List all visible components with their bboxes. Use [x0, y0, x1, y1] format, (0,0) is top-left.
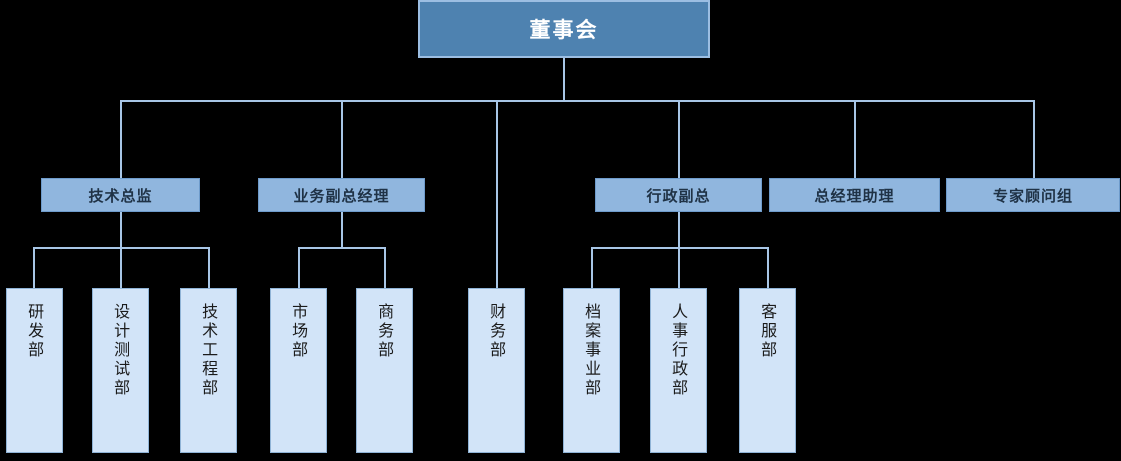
connector-business-vp-stem	[341, 211, 343, 248]
connector-to-gm-assistant	[854, 100, 856, 178]
node-label: 技术工程部	[199, 303, 219, 398]
connector-root-bus	[120, 100, 1035, 102]
connector-tech-director-stem	[120, 211, 122, 248]
node-customer-service[interactable]: 客服部	[739, 288, 796, 453]
node-label: 档案事业部	[582, 303, 602, 398]
node-finance-dept[interactable]: 财务部	[468, 288, 525, 453]
node-label: 总经理助理	[814, 186, 895, 205]
connector-to-marketing-dept	[298, 247, 300, 288]
node-label: 市场部	[289, 303, 309, 360]
node-label: 人事行政部	[669, 303, 689, 398]
node-expert-advisory[interactable]: 专家顾问组	[946, 178, 1120, 212]
connector-to-design-test-dept	[120, 247, 122, 288]
connector-to-tech-director	[120, 100, 122, 178]
node-hr-admin-dept[interactable]: 人事行政部	[650, 288, 707, 453]
node-label: 设计测试部	[111, 303, 131, 398]
connector-to-rd-dept	[33, 247, 35, 288]
connector-to-finance-dept	[496, 100, 498, 288]
node-label: 行政副总	[646, 186, 711, 205]
node-label: 客服部	[758, 303, 778, 360]
node-label: 财务部	[487, 303, 507, 360]
connector-to-archives-division	[591, 247, 593, 288]
node-marketing-dept[interactable]: 市场部	[270, 288, 327, 453]
node-archives-division[interactable]: 档案事业部	[563, 288, 620, 453]
connector-to-business-vp	[341, 100, 343, 178]
node-gm-assistant[interactable]: 总经理助理	[769, 178, 940, 212]
connector-to-expert-advisory	[1033, 100, 1035, 178]
node-commerce-dept[interactable]: 商务部	[356, 288, 413, 453]
node-tech-eng-dept[interactable]: 技术工程部	[180, 288, 237, 453]
node-design-test-dept[interactable]: 设计测试部	[92, 288, 149, 453]
node-label: 业务副总经理	[293, 186, 390, 205]
node-rd-dept[interactable]: 研发部	[6, 288, 63, 453]
node-label: 专家顾问组	[992, 186, 1073, 205]
connector-to-customer-service	[767, 247, 769, 288]
connector-to-tech-eng-dept	[208, 247, 210, 288]
node-admin-vp[interactable]: 行政副总	[595, 178, 762, 212]
connector-business-vp-bus	[298, 247, 385, 249]
node-label: 研发部	[25, 303, 45, 360]
node-label: 技术总监	[88, 186, 153, 205]
connector-admin-vp-stem	[678, 211, 680, 248]
node-label: 商务部	[375, 303, 395, 360]
node-business-vp[interactable]: 业务副总经理	[258, 178, 425, 212]
node-tech-director[interactable]: 技术总监	[41, 178, 200, 212]
connector-to-hr-admin-dept	[678, 247, 680, 288]
connector-to-admin-vp	[678, 100, 680, 178]
connector-to-commerce-dept	[384, 247, 386, 288]
node-board-of-directors[interactable]: 董事会	[418, 0, 710, 58]
node-label: 董事会	[529, 18, 599, 42]
connector-root-stem	[563, 58, 565, 102]
